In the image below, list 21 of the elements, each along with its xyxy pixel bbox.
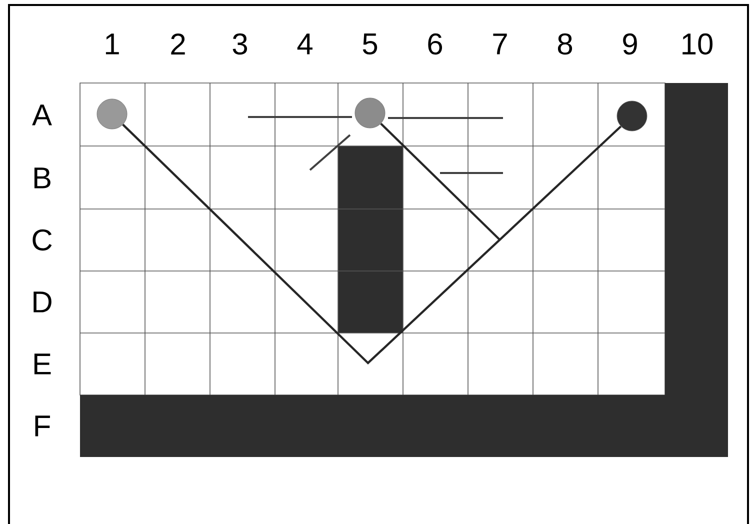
column-number: 3 — [232, 33, 248, 55]
row-letter: D — [34, 292, 52, 312]
ball — [616, 100, 648, 132]
column-number: 1 — [106, 34, 119, 54]
ball — [96, 98, 128, 130]
column-number: 7 — [493, 34, 507, 54]
column-number: 6 — [428, 33, 442, 55]
column-number: 4 — [297, 34, 312, 54]
row-letter: C — [32, 229, 52, 251]
row-letter: F — [35, 416, 50, 436]
row-letter: B — [34, 168, 50, 188]
row-letter: E — [34, 354, 51, 374]
ball-path — [380, 122, 501, 241]
ball-path — [122, 124, 622, 365]
column-number: 8 — [558, 33, 572, 55]
row-letter: A — [32, 104, 52, 126]
column-number: 9 — [623, 33, 637, 55]
column-number: 5 — [362, 34, 378, 54]
column-number: 2 — [171, 34, 185, 54]
ball — [354, 98, 386, 128]
column-number: 10 — [682, 33, 712, 55]
